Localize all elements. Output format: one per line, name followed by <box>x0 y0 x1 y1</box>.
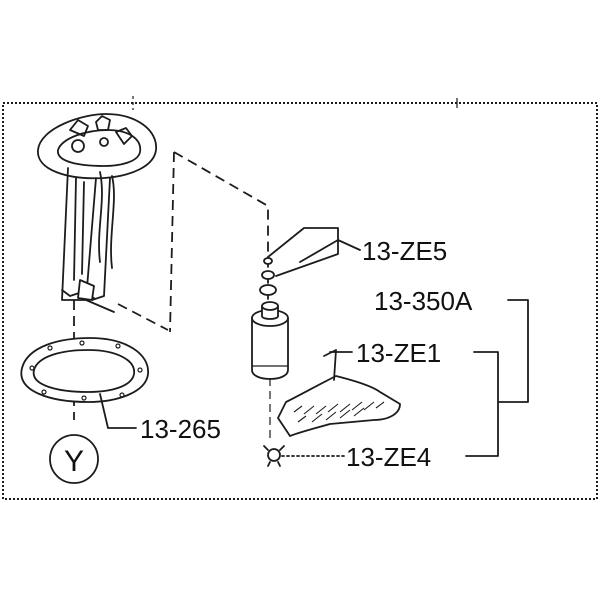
view-marker: Y <box>49 434 99 484</box>
fuel-pump-body <box>251 301 289 438</box>
exploded-view-bracket <box>117 151 269 333</box>
diagram-frame <box>2 102 598 500</box>
callout-13-ze4: 13-ZE4 <box>346 442 431 472</box>
gasket-ring <box>20 337 149 403</box>
view-marker-letter: Y <box>64 445 84 478</box>
pump-link-arrow <box>85 299 115 313</box>
leader-13-265 <box>99 393 137 429</box>
bracket-13-350a <box>465 299 529 457</box>
retaining-clip <box>263 445 285 467</box>
leader-13-ze5 <box>267 227 361 277</box>
o-ring-set <box>259 257 277 296</box>
callout-13-ze5: 13-ZE5 <box>362 236 447 266</box>
callout-13-ze1: 13-ZE1 <box>356 338 441 368</box>
fuel-strainer <box>277 349 401 437</box>
callout-13-265: 13-265 <box>140 414 221 444</box>
callout-13-350a: 13-350A <box>374 286 473 316</box>
fuel-pump-module <box>37 113 157 313</box>
